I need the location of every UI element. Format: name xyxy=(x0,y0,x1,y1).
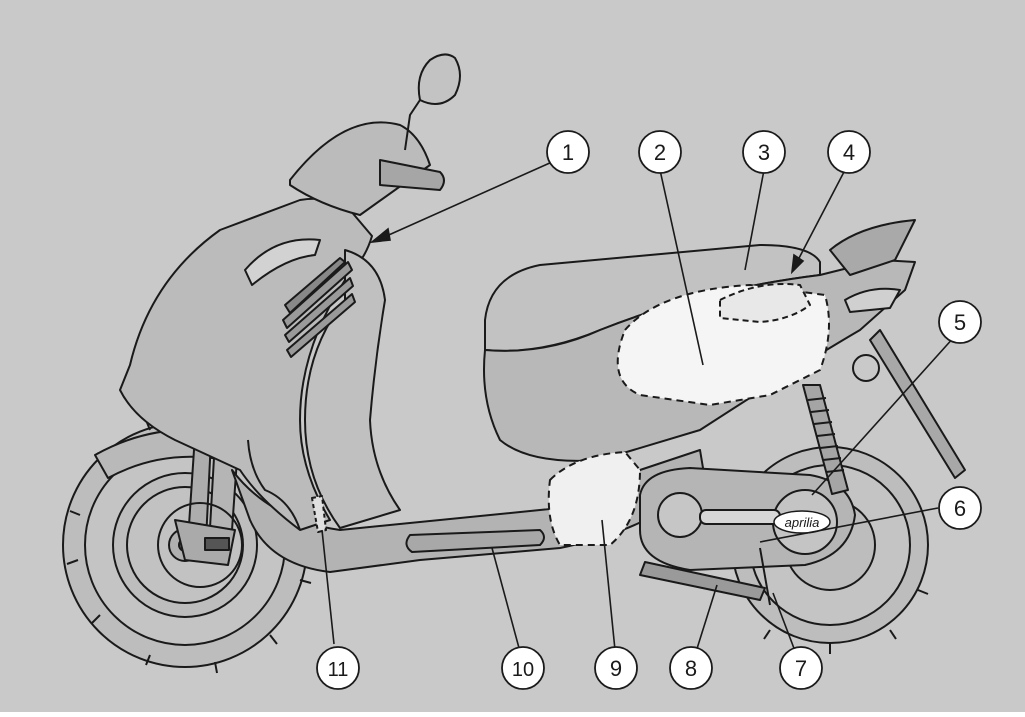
center-stand xyxy=(639,561,766,601)
handlebar-grip xyxy=(379,159,445,191)
callout-4: 4 xyxy=(827,130,871,174)
clutch-cover xyxy=(657,492,703,538)
callout-11-label: 11 xyxy=(328,659,349,681)
callout-2: 2 xyxy=(638,130,682,174)
front-shield xyxy=(119,197,373,531)
callout-8-label: 8 xyxy=(685,656,697,681)
helmet-compartment-hidden xyxy=(719,283,811,323)
leader-line-3 xyxy=(744,169,765,271)
leader-lines xyxy=(321,161,956,656)
leader-line-2 xyxy=(659,169,704,366)
callout-3-label: 3 xyxy=(758,140,770,165)
callout-9: 9 xyxy=(594,646,638,690)
rear-fender xyxy=(869,329,966,479)
passenger-footrest xyxy=(405,529,545,553)
callout-1: 1 xyxy=(546,130,590,174)
callout-4-label: 4 xyxy=(843,140,855,165)
callout-6: 6 xyxy=(938,486,982,530)
brand-badge-text: aprilia xyxy=(785,515,820,530)
leader-line-9 xyxy=(601,519,616,651)
callout-7-label: 7 xyxy=(795,656,807,681)
leader-line-11 xyxy=(321,529,335,645)
callout-5: 5 xyxy=(938,300,982,344)
side-vent xyxy=(282,257,356,358)
callout-2-label: 2 xyxy=(654,140,666,165)
leader-line-1 xyxy=(381,161,553,239)
handlebar-cover xyxy=(289,121,431,216)
leader-line-7 xyxy=(772,592,796,652)
leader-line-10 xyxy=(491,547,520,649)
callout-3: 3 xyxy=(742,130,786,174)
tail-fin xyxy=(829,219,916,276)
leg-shield xyxy=(304,249,401,529)
callout-10-label: 10 xyxy=(512,659,534,681)
callout-9-label: 9 xyxy=(610,656,622,681)
callouts: 1 2 3 4 5 6 7 8 xyxy=(316,130,982,690)
mirror-stem xyxy=(404,99,421,151)
brake-hose xyxy=(247,439,301,531)
callout-8: 8 xyxy=(669,646,713,690)
brake-disc xyxy=(157,502,243,588)
callout-11: 11 xyxy=(316,646,360,690)
leader-line-5 xyxy=(811,335,956,496)
callout-5-label: 5 xyxy=(954,310,966,335)
callout-1-label: 1 xyxy=(562,140,574,165)
front-light xyxy=(244,238,321,286)
leader-line-4 xyxy=(796,169,846,263)
callout-10: 10 xyxy=(501,646,545,690)
callout-7: 7 xyxy=(779,646,823,690)
mirror xyxy=(417,53,461,105)
chassis-number-plate xyxy=(311,495,327,533)
tail-light xyxy=(844,287,901,313)
scooter-illustration xyxy=(62,53,966,674)
callout-6-label: 6 xyxy=(954,496,966,521)
leader-line-8 xyxy=(694,584,718,656)
brand-badge: aprilia xyxy=(773,510,831,534)
leader-line-6 xyxy=(759,507,939,543)
battery-hidden xyxy=(547,451,641,546)
